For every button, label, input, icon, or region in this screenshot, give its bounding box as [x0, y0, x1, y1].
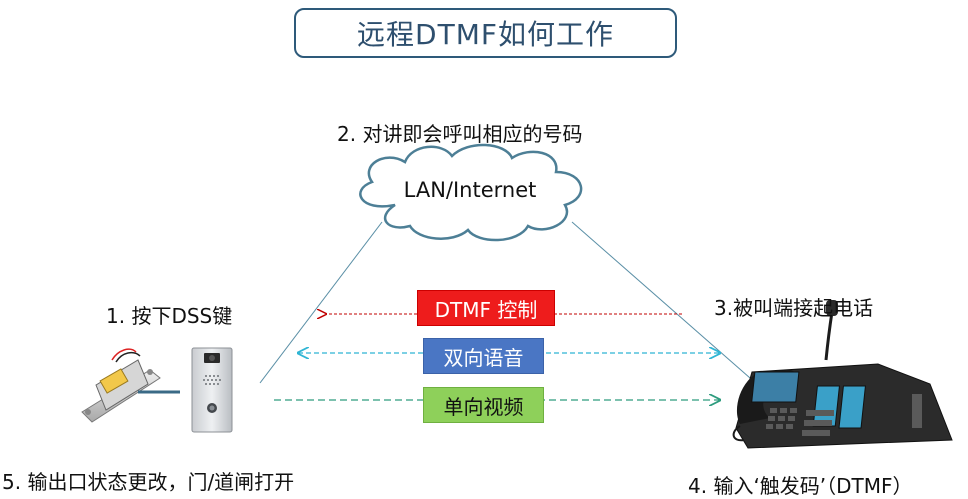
door-intercom-icon: [191, 347, 233, 433]
dtmf-control-text: DTMF 控制: [434, 297, 538, 322]
two-way-voice-text: 双向语音: [443, 345, 524, 370]
step-1-label: 1. 按下DSS键: [106, 304, 233, 328]
step-5-label: 5. 输出口状态更改，门/道闸打开: [2, 470, 295, 494]
cloud-label: LAN/Internet: [403, 178, 537, 202]
ip-phone-icon: [732, 300, 953, 449]
one-way-video-text: 单向视频: [443, 394, 524, 419]
step-2-label: 2. 对讲即会呼叫相应的号码: [337, 122, 583, 146]
diagram-title-text: 远程DTMF如何工作: [357, 18, 614, 51]
dtmf-control-tag: DTMF 控制: [417, 290, 555, 326]
electric-lock-icon: [81, 348, 161, 423]
cloud-icon: [359, 143, 583, 242]
network-line-left: [259, 221, 383, 384]
one-way-video-tag: 单向视频: [423, 387, 544, 423]
two-way-voice-tag: 双向语音: [423, 338, 544, 374]
network-line-right: [571, 221, 759, 386]
step-3-label: 3.被叫端接起电话: [714, 296, 874, 320]
step-4-label: 4. 输入‘触发码’（DTMF）: [688, 474, 913, 498]
diagram-title: 远程DTMF如何工作: [294, 8, 677, 58]
